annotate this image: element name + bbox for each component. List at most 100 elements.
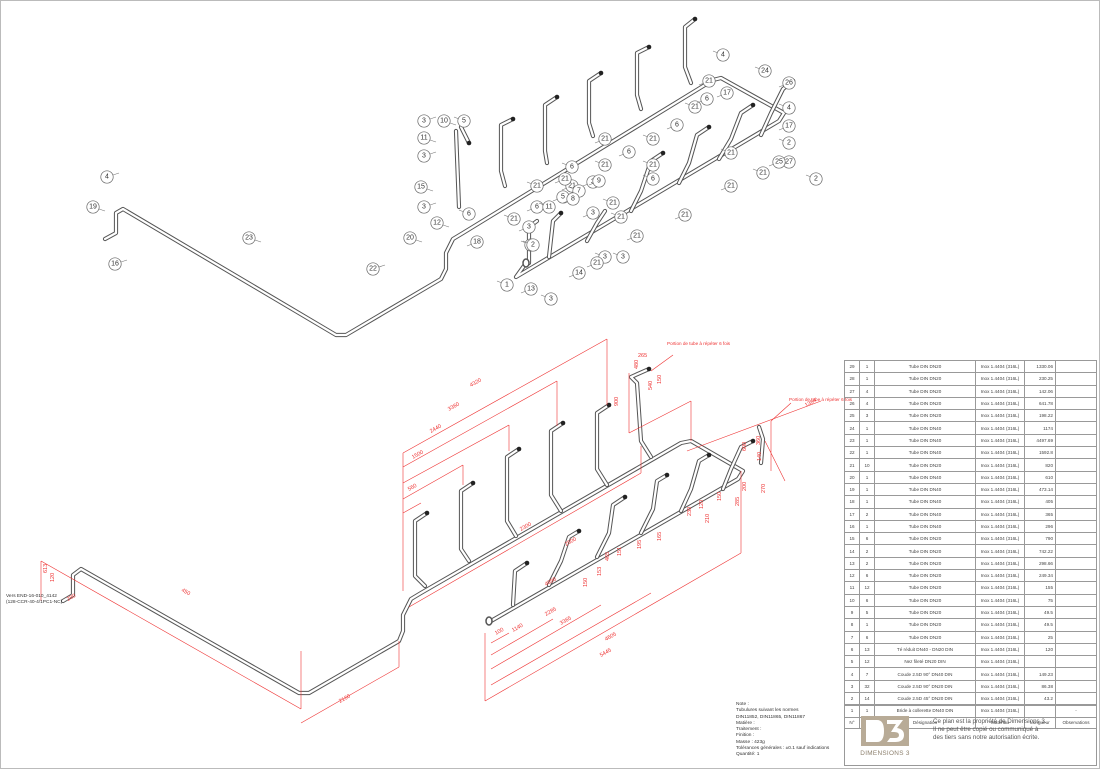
- bom-cell-l: 365: [1024, 507, 1056, 521]
- bom-cell-m: Inox 1.4404 (316L): [975, 655, 1025, 669]
- bom-cell-n: 21: [844, 458, 860, 472]
- bom-header: Longueur: [1024, 716, 1056, 729]
- balloon: 4: [778, 101, 796, 115]
- dimension-value: 1140: [511, 623, 524, 634]
- bom-cell-d: Tube DIN DN20: [874, 593, 976, 607]
- balloon: 2: [522, 238, 540, 252]
- balloon: 3: [417, 149, 437, 163]
- dimension-value: 120: [50, 573, 56, 582]
- bom-cell-d: Tube DIN DN20: [874, 630, 976, 644]
- bom-cell-m: Inox 1.4404 (316L): [975, 421, 1025, 435]
- balloon-label: 3: [422, 204, 426, 211]
- bom-cell-l: 298.66: [1024, 556, 1056, 571]
- bom-cell-n: 24: [844, 421, 860, 435]
- bom-cell-l: 296: [1024, 519, 1056, 534]
- bom-cell-l: 405: [1024, 495, 1056, 509]
- balloon-label: 7: [577, 188, 581, 195]
- balloon: 23: [242, 231, 262, 245]
- dimension-value: 230: [687, 507, 693, 516]
- balloon-label: 11: [420, 135, 427, 142]
- balloon: 11: [538, 200, 556, 214]
- balloon-label: 16: [111, 261, 119, 268]
- balloon-label: 26: [785, 80, 793, 87]
- bom-cell-q: 2: [859, 507, 875, 521]
- bom-cell-l: 742.22: [1024, 544, 1056, 558]
- note-line: Tolérances générales : ±0.1 sauf indicat…: [736, 746, 830, 752]
- bom-cell-m: Inox 1.4404 (316L): [975, 458, 1025, 472]
- bom-cell-q: 2: [859, 556, 875, 571]
- bom-cell-m: Inox 1.4404 (316L): [975, 482, 1025, 497]
- balloon: 13: [520, 282, 538, 296]
- note-line: Masse : 423g: [736, 739, 765, 745]
- balloon-label: 17: [785, 123, 793, 130]
- bom-cell-q: 5: [859, 605, 875, 620]
- dimension-value: 480: [634, 360, 640, 369]
- balloon-label: 6: [675, 122, 679, 129]
- bom-cell-n: 11: [844, 581, 860, 595]
- balloon: 6: [526, 200, 544, 214]
- balloon: 3: [417, 200, 437, 214]
- bom-cell-o: [1055, 630, 1097, 644]
- balloon-label: 13: [527, 286, 535, 293]
- balloon: 6: [666, 118, 684, 132]
- balloon: 9: [588, 174, 606, 188]
- bom-cell-l: 610: [1024, 470, 1056, 484]
- bom-cell-o: [1055, 507, 1097, 521]
- dimension-value: 2300: [519, 522, 533, 533]
- balloon: 24: [754, 64, 772, 78]
- bom-cell-o: [1055, 593, 1097, 607]
- bom-cell-o: [1055, 642, 1097, 657]
- balloon-label: 22: [369, 266, 377, 273]
- balloon: 17: [778, 119, 796, 133]
- balloon: 21: [503, 212, 521, 226]
- balloon-label: 4: [105, 174, 109, 181]
- title-block: DIMENSIONS 3 Ce plan est la propriété de…: [844, 705, 1097, 766]
- balloon: 4: [712, 48, 730, 62]
- bom-cell-l: 49.5: [1024, 605, 1056, 620]
- bom-cell-m: Inox 1.4404 (316L): [975, 618, 1025, 632]
- bom-cell-m: Inox 1.4404 (316L): [975, 692, 1025, 706]
- balloon-label: 21: [561, 176, 569, 183]
- dimension-value: 3365: [559, 616, 573, 627]
- balloon-label: 9: [597, 178, 601, 185]
- ext-note-line: (128-CCR-40-4/1PC1-NC): [6, 600, 63, 605]
- bom-cell-o: [1055, 544, 1097, 558]
- ownership-notice: Ce plan est la propriété de Dimensions 3…: [933, 718, 1093, 743]
- balloon: 4: [100, 170, 120, 184]
- bom-cell-n: 6: [844, 642, 860, 657]
- bom-cell-o: [1055, 433, 1097, 448]
- bom-cell-n: 22: [844, 446, 860, 460]
- balloon-label: 6: [535, 204, 539, 211]
- dimension-value: 2285: [544, 607, 558, 618]
- balloon-label: 21: [601, 162, 609, 169]
- bom-cell-l: 86.38: [1024, 679, 1056, 694]
- bom-cell-m: Inox 1.4404 (316L): [975, 446, 1025, 460]
- balloon-label: 8: [571, 196, 575, 203]
- bom-cell-m: Inox 1.4404 (316L): [975, 642, 1025, 657]
- dimension-value: 560: [407, 483, 418, 493]
- dimension-value: 150: [657, 375, 663, 384]
- dimension-value: 140: [757, 452, 763, 461]
- bom-cell-n: 8: [844, 618, 860, 632]
- bom-cell-q: 4: [859, 396, 875, 411]
- balloon: 2: [805, 172, 823, 186]
- dimension-value: 150: [583, 578, 589, 587]
- balloon-label: 17: [723, 90, 731, 97]
- top-pipe-assembly: [102, 16, 796, 338]
- bom-cell-q: 1: [859, 495, 875, 509]
- dimension-value: 153: [597, 567, 603, 576]
- bom-cell-n: 23: [844, 433, 860, 448]
- bom-cell-q: 12: [859, 655, 875, 669]
- bom-cell-q: 1: [859, 618, 875, 632]
- balloon-label: 25: [775, 159, 783, 166]
- bom-cell-o: [1055, 421, 1097, 435]
- dimension-values: 4320336024401500560230090048054026515013…: [43, 353, 818, 705]
- dimension-value: 2500: [564, 537, 578, 548]
